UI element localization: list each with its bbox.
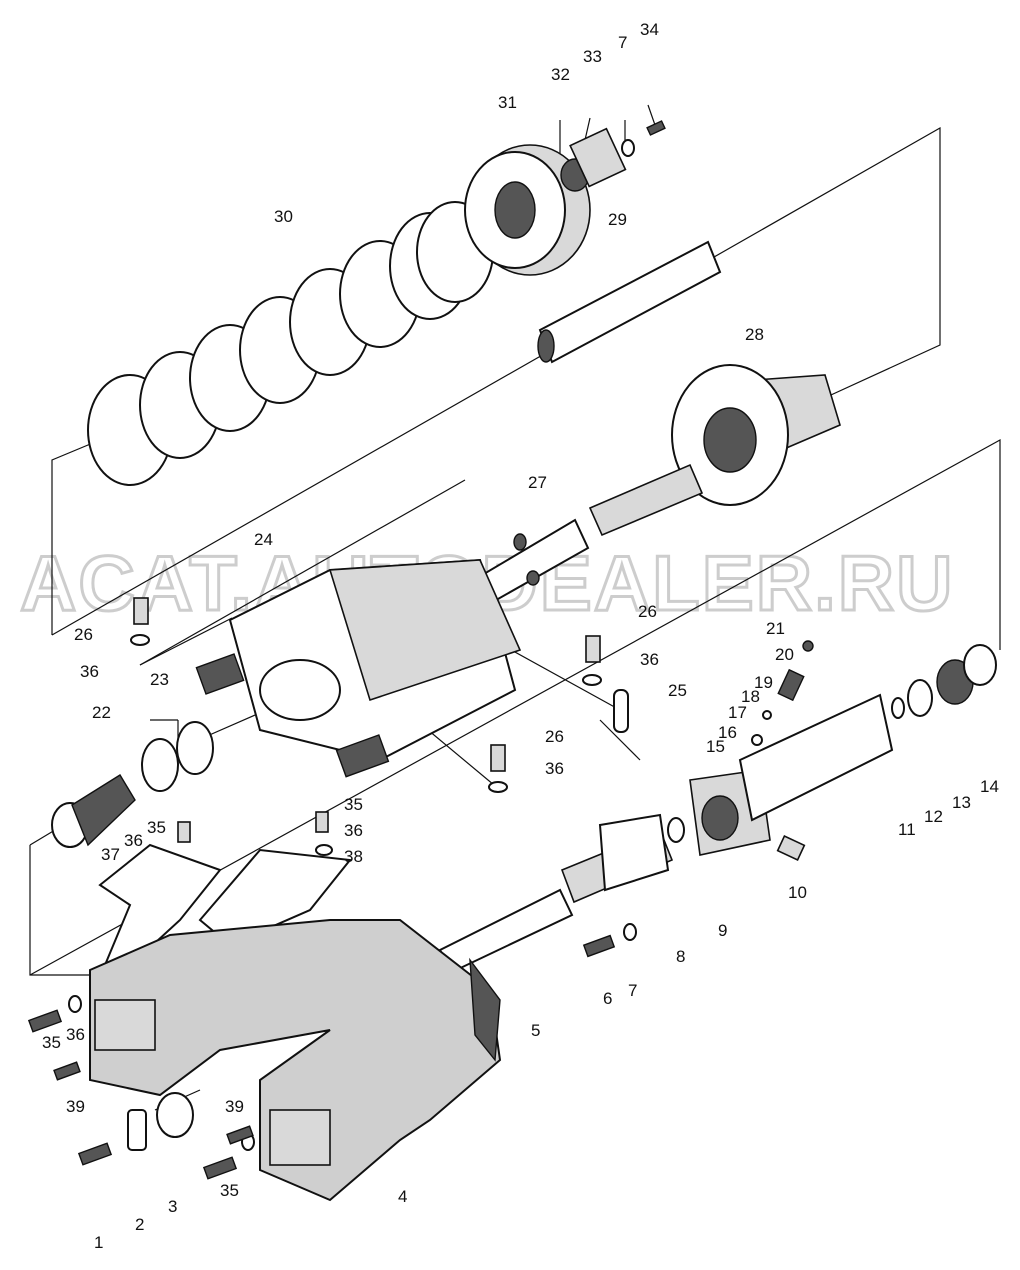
- callout-4: 4: [398, 1187, 407, 1206]
- callout-39: 39: [66, 1097, 85, 1116]
- callout-8: 8: [676, 947, 685, 966]
- callout-26-middle: 26: [638, 602, 657, 621]
- callout-20: 20: [775, 645, 794, 664]
- callout-26: 26: [74, 625, 93, 644]
- callout-34: 34: [640, 20, 659, 39]
- callout-11: 11: [898, 820, 916, 839]
- callout-24: 24: [254, 530, 273, 549]
- callout-17: 17: [728, 703, 747, 722]
- callout-6: 6: [603, 989, 612, 1008]
- callout-30: 30: [274, 207, 293, 226]
- coil-spring-part: [87, 201, 494, 486]
- callout-5: 5: [531, 1021, 540, 1040]
- callout-35-bottom: 35: [42, 1033, 61, 1052]
- callout-18: 18: [741, 687, 760, 706]
- callout-2: 2: [135, 1215, 144, 1234]
- hardware-bottom-left: [27, 811, 637, 1180]
- callout-10: 10: [788, 883, 807, 902]
- callout-labels: 1 2 3 4 5 6 7 8 9 10 11 12 13 14 15 16 1…: [42, 20, 999, 1252]
- callout-1: 1: [94, 1233, 103, 1252]
- callout-36-left: 36: [124, 831, 143, 850]
- callout-23: 23: [150, 670, 169, 689]
- flanged-sleeve-part: [671, 364, 841, 506]
- callout-29: 29: [608, 210, 627, 229]
- callout-35: 35: [344, 795, 363, 814]
- callout-36-upper: 36: [80, 662, 99, 681]
- callout-22: 22: [92, 703, 111, 722]
- spring-seat-part: [464, 144, 591, 276]
- callout-26-lower: 26: [545, 727, 564, 746]
- callout-33: 33: [583, 47, 602, 66]
- callout-36-middle: 36: [640, 650, 659, 669]
- callout-36-bottom: 36: [66, 1025, 85, 1044]
- callout-14: 14: [980, 777, 999, 796]
- callout-35-lower: 35: [220, 1181, 239, 1200]
- callout-39-lower: 39: [225, 1097, 244, 1116]
- callout-9: 9: [718, 921, 727, 940]
- callout-3: 3: [168, 1197, 177, 1216]
- callout-7: 7: [628, 981, 637, 1000]
- nut-and-bolt-parts: [560, 120, 666, 192]
- callout-19: 19: [754, 673, 773, 692]
- callout-16: 16: [718, 723, 737, 742]
- callout-35-left: 35: [147, 818, 166, 837]
- bracket-housing-part: [195, 558, 522, 778]
- callout-27: 27: [528, 473, 547, 492]
- main-cast-bracket-part: [89, 919, 502, 1202]
- callout-32: 32: [551, 65, 570, 84]
- callout-37: 37: [101, 845, 120, 864]
- callout-21: 21: [766, 619, 785, 638]
- tube-part: [537, 240, 722, 364]
- pivot-arm-parts: [438, 693, 894, 974]
- callout-25: 25: [668, 681, 687, 700]
- bolts-washers-group: [130, 597, 629, 793]
- bushing-parts: [51, 721, 214, 848]
- callout-36-lower: 36: [545, 759, 564, 778]
- small-parts-right: [751, 640, 997, 746]
- callout-15: 15: [706, 737, 725, 756]
- callout-31: 31: [498, 93, 517, 112]
- callout-7-top: 7: [618, 33, 627, 52]
- callout-12: 12: [924, 807, 943, 826]
- callout-13: 13: [952, 793, 971, 812]
- callout-38: 38: [344, 847, 363, 866]
- callout-36: 36: [344, 821, 363, 840]
- callout-28: 28: [745, 325, 764, 344]
